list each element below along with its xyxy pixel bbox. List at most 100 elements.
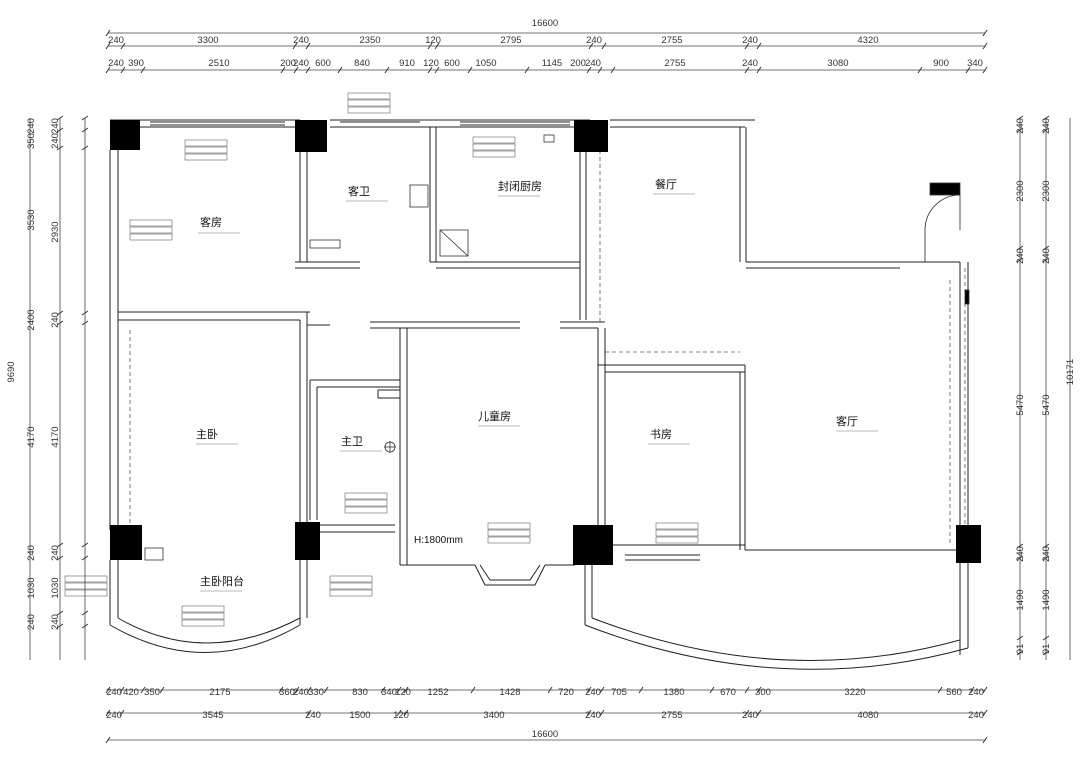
dim-top1: 3300 <box>197 35 218 46</box>
dim-left1: 240 <box>26 614 37 630</box>
dim-right2: 91 <box>1041 644 1052 655</box>
dim-bottom2: 1500 <box>349 710 370 721</box>
dim-left1: 1030 <box>26 577 37 598</box>
dim-right1: 2300 <box>1015 180 1026 201</box>
dim-bottom1: 830 <box>352 687 368 698</box>
dim-left1: 350 <box>26 133 37 149</box>
dimension-lines <box>29 32 1071 741</box>
dim-top2: 240 <box>585 58 601 69</box>
dim-right2: 1490 <box>1041 589 1052 610</box>
dimensions-left: 9690 240 350 3530 2400 4170 240 1030 240… <box>6 118 61 630</box>
dim-left2: 240 <box>50 545 61 561</box>
dim-bottom1: 340 <box>381 687 397 698</box>
dim-left1: 240 <box>26 545 37 561</box>
label-kitchen: 封闭厨房 <box>498 179 542 193</box>
dim-right2: 5470 <box>1041 394 1052 415</box>
dim-top2: 240 <box>293 58 309 69</box>
dim-top2: 2510 <box>208 58 229 69</box>
label-master-bedroom: 主卧 <box>196 428 218 441</box>
walls <box>109 119 969 655</box>
dim-bottom1: 705 <box>611 687 627 698</box>
label-guest-bath: 客卫 <box>348 184 370 198</box>
dashed-lines <box>129 150 966 545</box>
dim-right1: 240 <box>1015 248 1026 264</box>
label-dining: 餐厅 <box>655 177 677 191</box>
dim-bottom2: 240 <box>742 710 758 721</box>
label-guest-room: 客房 <box>200 215 222 229</box>
dim-top2: 900 <box>933 58 949 69</box>
column <box>574 120 608 152</box>
dim-top-total: 16600 <box>532 18 558 29</box>
dim-bottom1: 1252 <box>427 687 448 698</box>
dim-right1: 5470 <box>1015 394 1026 415</box>
dim-top2: 200 <box>570 58 586 69</box>
label-master-balcony: 主卧阳台 <box>200 574 244 588</box>
column <box>110 525 142 560</box>
dim-left-total: 9690 <box>6 361 17 382</box>
dim-top1: 2795 <box>500 35 521 46</box>
dim-top2: 390 <box>128 58 144 69</box>
dim-top2: 1050 <box>475 58 496 69</box>
dim-bottom2: 240 <box>968 710 984 721</box>
dim-bottom1: 1380 <box>663 687 684 698</box>
kids-door-height: H:1800mm <box>414 535 463 546</box>
dim-bottom1: 240 <box>585 687 601 698</box>
column <box>956 525 981 563</box>
dimensions-bottom: 240 420 350 2175 360 240 330 830 340 120… <box>106 687 984 740</box>
dim-bottom2: 3545 <box>202 710 223 721</box>
dim-bottom2: 2755 <box>661 710 682 721</box>
column <box>295 120 327 152</box>
label-study: 书房 <box>650 428 672 441</box>
dim-top1: 2350 <box>359 35 380 46</box>
dim-right2: 240 <box>1041 118 1052 134</box>
label-kids-room: 儿童房 <box>478 409 511 423</box>
dim-right1: 240 <box>1015 118 1026 134</box>
dim-top1: 4320 <box>857 35 878 46</box>
label-living-room: 客厅 <box>836 414 858 428</box>
dim-bottom-total: 16600 <box>532 729 558 740</box>
column <box>573 525 613 565</box>
dim-bottom1: 240 <box>968 687 984 698</box>
dim-top2: 910 <box>399 58 415 69</box>
dim-bottom1: 3220 <box>844 687 865 698</box>
dim-bottom1: 240 <box>293 687 309 698</box>
label-master-bath: 主卫 <box>341 435 363 448</box>
dim-bottom1: 670 <box>720 687 736 698</box>
dim-top2: 240 <box>108 58 124 69</box>
column <box>110 120 140 150</box>
dimensions-right: 240 2300 240 5470 240 1490 91 240 2300 2… <box>1015 118 1076 654</box>
dim-left2: 240 <box>50 118 61 134</box>
dim-top2: 600 <box>315 58 331 69</box>
room-sublabels <box>196 193 878 592</box>
dim-top2: 3080 <box>827 58 848 69</box>
dim-top1: 120 <box>425 35 441 46</box>
dim-right2: 2300 <box>1041 180 1052 201</box>
dim-bottom1: 720 <box>558 687 574 698</box>
dim-bottom1: 120 <box>395 687 411 698</box>
dim-top2: 340 <box>967 58 983 69</box>
dim-left2: 2930 <box>50 221 61 242</box>
dimensions-top: 16600 240 3300 240 2350 120 2795 240 275… <box>108 18 983 69</box>
dim-left1: 240 <box>26 118 37 134</box>
dim-bottom1: 350 <box>144 687 160 698</box>
dim-top1: 2755 <box>661 35 682 46</box>
dim-top2: 200 <box>280 58 296 69</box>
dim-bottom2: 3400 <box>483 710 504 721</box>
dim-bottom1: 300 <box>755 687 771 698</box>
column <box>295 522 320 560</box>
dim-left1: 4170 <box>26 426 37 447</box>
dim-left2: 240 <box>50 133 61 149</box>
dim-right1: 91 <box>1015 644 1026 655</box>
dim-right2: 240 <box>1041 248 1052 264</box>
dim-top2: 120 <box>423 58 439 69</box>
fixtures <box>144 134 970 561</box>
dim-bottom2: 240 <box>106 710 122 721</box>
dim-top2: 840 <box>354 58 370 69</box>
dim-left2: 4170 <box>50 426 61 447</box>
dim-bottom1: 240 <box>106 687 122 698</box>
dim-bottom1: 1428 <box>499 687 520 698</box>
dim-right1: 240 <box>1015 546 1026 562</box>
dim-right-total: 10171 <box>1065 359 1076 385</box>
room-labels: 客房 客卫 封闭厨房 餐厅 主卧 主卫 儿童房 书房 客厅 主卧阳台 H:180… <box>196 177 858 588</box>
